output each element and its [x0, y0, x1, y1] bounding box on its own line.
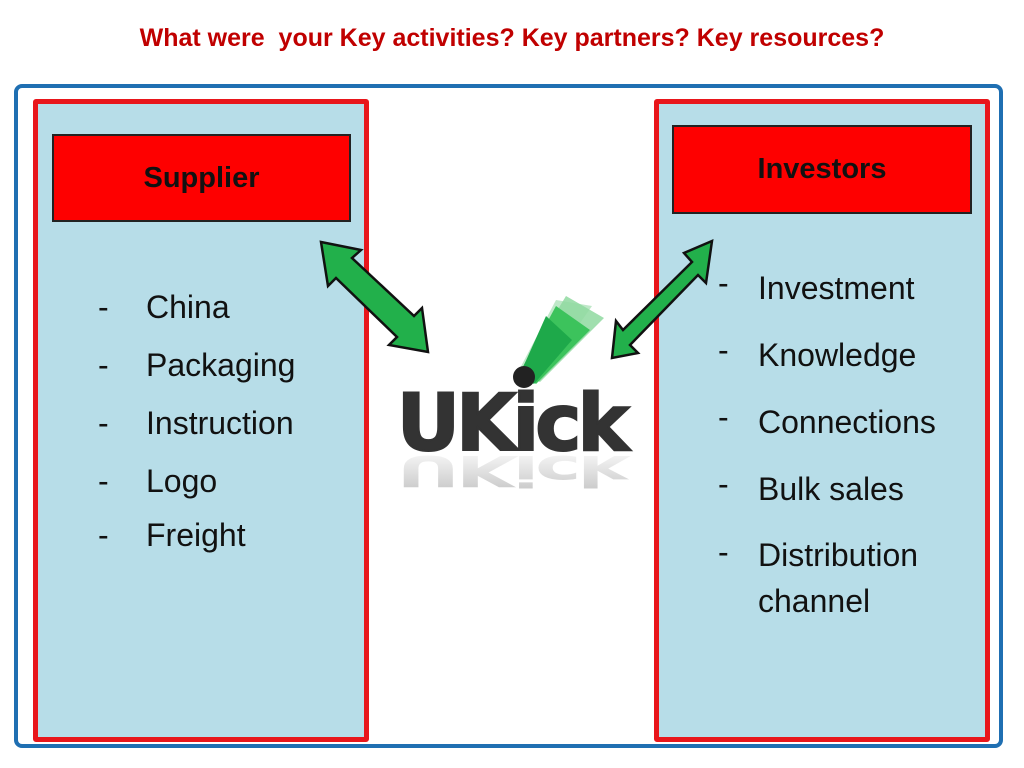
bullet-dash: -	[718, 265, 729, 301]
page-title: What were your Key activities? Key partn…	[139, 24, 885, 52]
investors-item-label: Connections	[758, 404, 936, 440]
investors-list-item: -Investment	[718, 264, 978, 312]
comet-trail-icon	[518, 296, 604, 384]
investors-item-label: Investment	[758, 270, 915, 306]
bullet-dash: -	[718, 466, 729, 502]
comet-ball-icon	[513, 366, 535, 388]
investors-list-item: -Distribution channel	[718, 532, 978, 624]
investors-list-item: -Connections	[718, 398, 978, 446]
supplier-list-item: - Freight	[98, 516, 358, 554]
bullet-dash: -	[98, 463, 109, 499]
logo-reflection: UKick	[397, 446, 632, 496]
investors-header-label: Investors	[757, 153, 887, 185]
supplier-header: Supplier	[52, 134, 351, 222]
supplier-list-item: - Logo	[98, 462, 358, 500]
bullet-dash: -	[718, 399, 729, 435]
bullet-dash: -	[98, 347, 109, 383]
supplier-list-item: - Packaging	[98, 346, 358, 384]
supplier-item-label: Packaging	[146, 347, 296, 383]
supplier-item-label: Logo	[146, 463, 218, 499]
supplier-item-label: Instruction	[146, 405, 294, 441]
investors-list-item: -Knowledge	[718, 331, 978, 379]
investors-item-label: Knowledge	[758, 337, 917, 373]
outer-frame	[14, 84, 1003, 748]
investors-list-item: -Bulk sales	[718, 465, 978, 513]
supplier-list-item: - Instruction	[98, 404, 358, 442]
double-arrow-right-icon	[610, 238, 714, 360]
supplier-item-label: Freight	[146, 517, 246, 553]
bullet-dash: -	[98, 517, 109, 553]
supplier-list-item: - China	[98, 288, 358, 326]
double-arrow-left-icon	[319, 240, 430, 354]
investors-item-label: Distribution channel	[758, 537, 919, 619]
supplier-list: - China - Packaging - Instruction - Logo - Fr…	[98, 288, 358, 574]
bullet-dash: -	[718, 332, 729, 368]
bullet-dash: -	[98, 289, 109, 325]
bullet-dash: -	[718, 534, 729, 570]
supplier-header-label: Supplier	[143, 161, 260, 194]
investors-item-label: Bulk sales	[758, 471, 904, 507]
logo-wordmark: UKick	[397, 379, 632, 469]
supplier-item-label: China	[146, 289, 230, 325]
bullet-dash: -	[98, 405, 109, 441]
investors-list: -Investment -Knowledge -Connections -Bul…	[718, 264, 978, 643]
investors-header: Investors	[672, 125, 972, 214]
